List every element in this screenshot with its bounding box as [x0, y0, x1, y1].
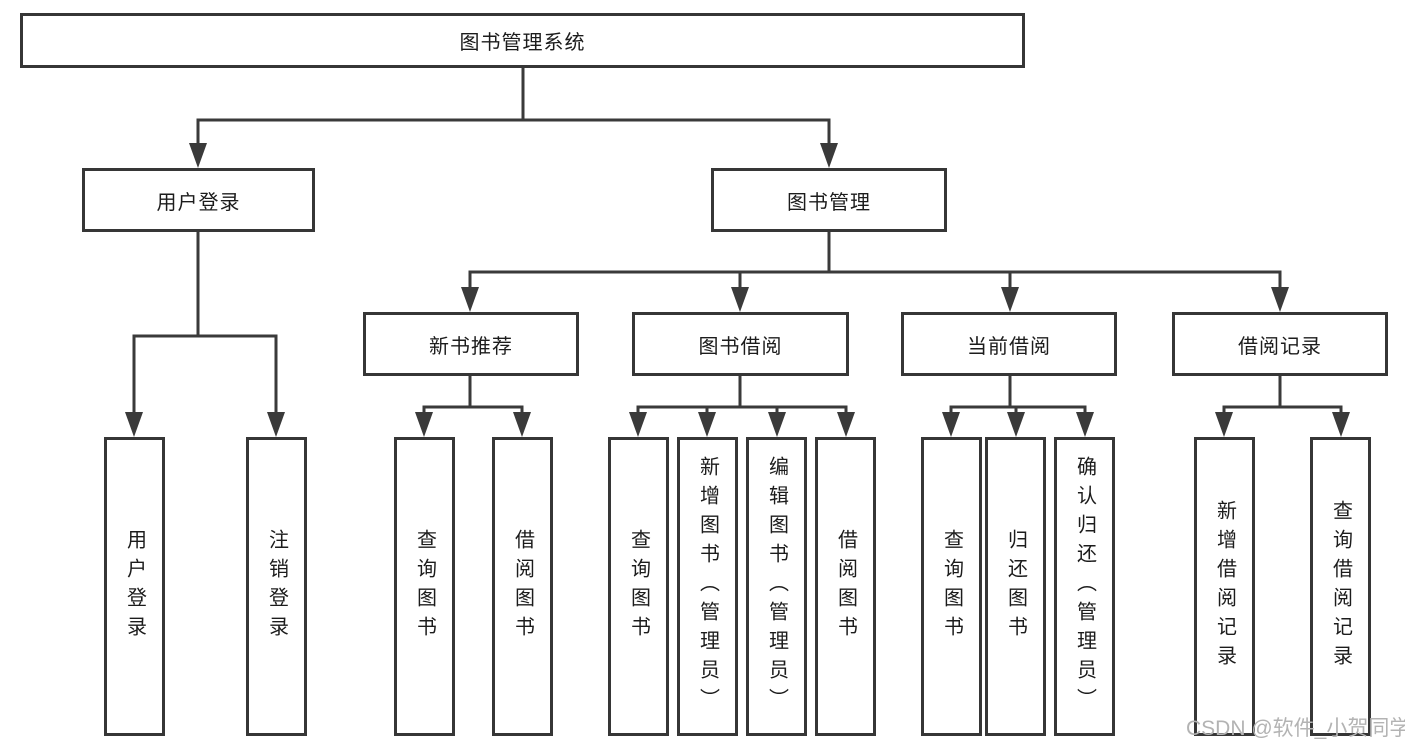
node-leaf-borrow-books-1: 借阅图书 [492, 437, 553, 736]
node-leaf-query-books-1: 查询图书 [394, 437, 455, 736]
connector-new-book-children [415, 374, 531, 437]
connector-book-borrow-children [629, 374, 855, 437]
node-borrow-record: 借阅记录 [1172, 312, 1388, 376]
node-new-book-recommend: 新书推荐 [363, 312, 579, 376]
connector-user-login-children [125, 230, 285, 437]
node-root-system: 图书管理系统 [20, 13, 1025, 68]
csdn-watermark: CSDN @软件_小贺同学 [1186, 717, 1405, 740]
node-leaf-logout: 注销登录 [246, 437, 307, 736]
node-leaf-edit-books-admin: 编辑图书（管理员） [746, 437, 807, 736]
connector-root-to-level2 [189, 66, 838, 168]
node-leaf-query-borrow-record: 查询借阅记录 [1310, 437, 1371, 736]
node-leaf-return-books: 归还图书 [985, 437, 1046, 736]
node-book-management: 图书管理 [711, 168, 947, 232]
connector-current-borrow-children [942, 374, 1094, 437]
node-leaf-add-borrow-record: 新增借阅记录 [1194, 437, 1255, 736]
node-leaf-query-books-3: 查询图书 [921, 437, 982, 736]
node-book-borrow: 图书借阅 [632, 312, 849, 376]
connector-borrow-record-children [1215, 374, 1350, 437]
node-current-borrow: 当前借阅 [901, 312, 1117, 376]
node-user-login: 用户登录 [82, 168, 315, 232]
node-leaf-query-books-2: 查询图书 [608, 437, 669, 736]
node-leaf-borrow-books-2: 借阅图书 [815, 437, 876, 736]
node-leaf-user-login: 用户登录 [104, 437, 165, 736]
node-leaf-add-books-admin: 新增图书（管理员） [677, 437, 738, 736]
connector-book-management-children [461, 230, 1289, 312]
node-leaf-confirm-return-admin: 确认归还（管理员） [1054, 437, 1115, 736]
